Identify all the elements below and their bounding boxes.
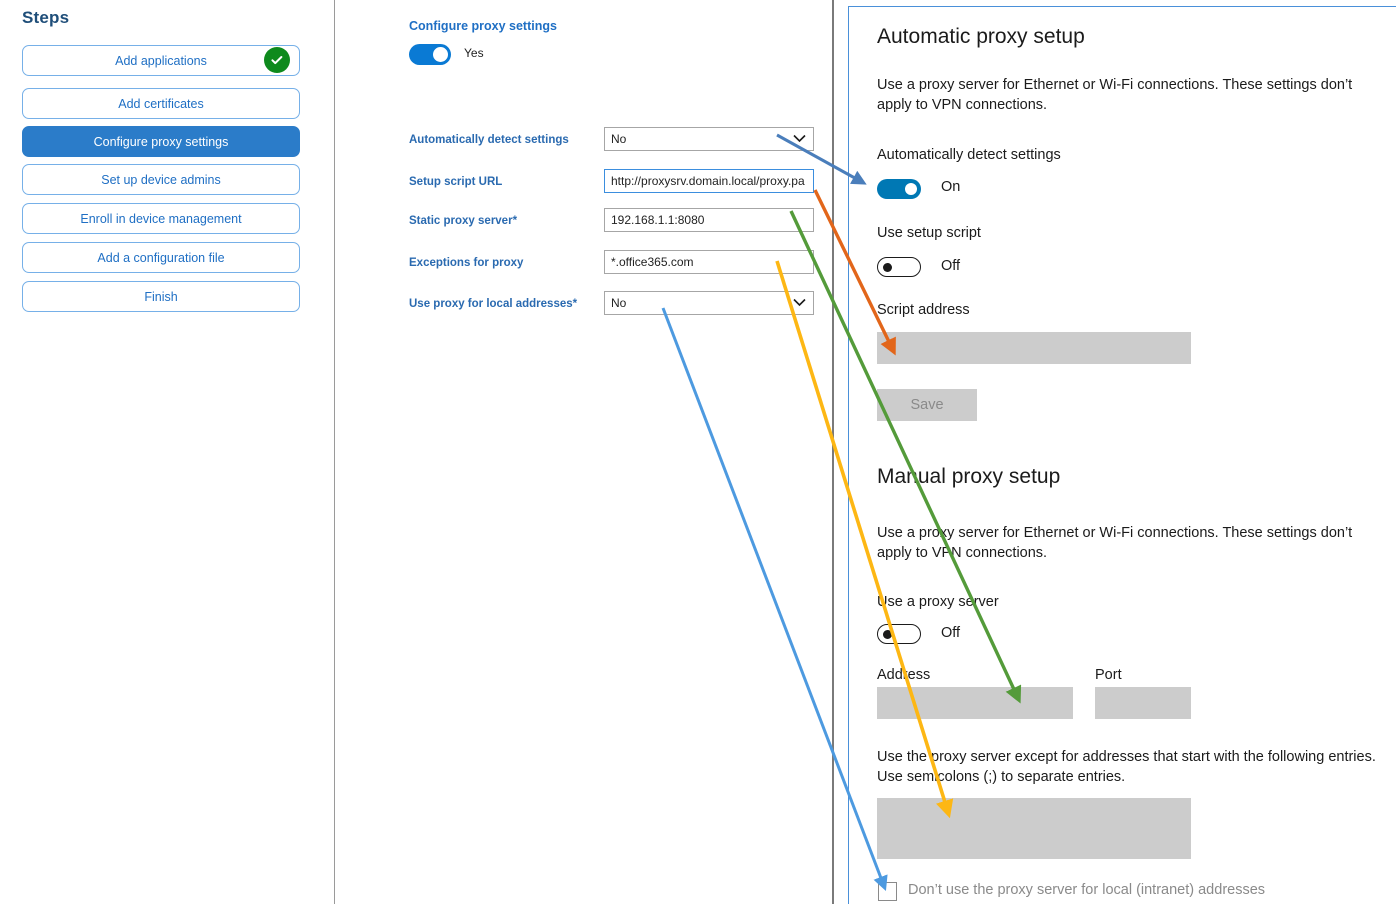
automatically-detect-settings-toggle[interactable]: [877, 179, 921, 199]
form-heading: Configure proxy settings: [409, 19, 557, 33]
script-address-input[interactable]: [877, 332, 1191, 364]
port-input[interactable]: [1095, 687, 1191, 719]
chevron-down-icon: [793, 296, 806, 310]
step-label: Add a configuration file: [97, 250, 225, 265]
use-setup-script-label: Use setup script: [877, 225, 981, 241]
label-text: Exceptions for proxy: [409, 257, 524, 269]
local-addresses-checkbox[interactable]: [878, 882, 897, 901]
step-label: Enroll in device management: [80, 211, 242, 226]
address-label: Address: [877, 667, 931, 683]
step-item-configure-proxy-settings[interactable]: Configure proxy settings: [22, 126, 300, 157]
toggle-knob: [433, 47, 448, 62]
automatic-proxy-setup-description: Use a proxy server for Ethernet or Wi-Fi…: [877, 77, 1353, 113]
manual-proxy-setup-heading: Manual proxy setup: [877, 465, 1061, 488]
steps-panel: Steps Add applications Add certificates …: [0, 0, 335, 904]
label-text: Setup script URL: [409, 176, 503, 188]
toggle-knob: [883, 630, 892, 639]
step-label: Add certificates: [118, 96, 204, 111]
address-input[interactable]: [877, 687, 1073, 719]
windows-proxy-settings-panel: Automatic proxy setup Use a proxy server…: [848, 6, 1396, 904]
script-address-label: Script address: [877, 302, 970, 318]
label-use-proxy-for-local-addresses: Use proxy for local addresses*: [409, 298, 577, 310]
use-setup-script-state: Off: [941, 258, 961, 274]
toggle-knob: [905, 183, 917, 195]
configure-proxy-toggle-label: Yes: [464, 46, 484, 60]
automatic-proxy-setup-heading: Automatic proxy setup: [877, 25, 1085, 48]
input-value: http://proxysrv.domain.local/proxy.pa: [611, 174, 805, 188]
automatically-detect-settings-state: On: [941, 179, 961, 195]
step-item-enroll-in-device-management[interactable]: Enroll in device management: [22, 203, 300, 234]
exceptions-description: Use the proxy server except for addresse…: [877, 749, 1376, 785]
automatically-detect-settings-label: Automatically detect settings: [877, 147, 1061, 163]
label-text: Use proxy for local addresses: [409, 298, 573, 310]
select-automatically-detect-settings[interactable]: No: [604, 127, 814, 151]
select-value: No: [611, 296, 627, 310]
step-item-add-certificates[interactable]: Add certificates: [22, 88, 300, 119]
select-value: No: [611, 132, 627, 146]
step-item-set-up-device-admins[interactable]: Set up device admins: [22, 164, 300, 195]
use-setup-script-toggle[interactable]: [877, 257, 921, 277]
proxy-form-panel: Configure proxy settings Yes Automatical…: [336, 0, 834, 904]
label-text: Automatically detect settings: [409, 134, 569, 146]
save-button[interactable]: Save: [877, 389, 977, 421]
input-static-proxy-server[interactable]: 192.168.1.1:8080: [604, 208, 814, 232]
use-a-proxy-server-toggle[interactable]: [877, 624, 921, 644]
exceptions-input[interactable]: [877, 798, 1191, 859]
step-label: Add applications: [115, 53, 207, 68]
input-value: *.office365.com: [611, 255, 694, 269]
manual-proxy-setup-description: Use a proxy server for Ethernet or Wi-Fi…: [877, 525, 1353, 561]
input-exceptions-for-proxy[interactable]: *.office365.com: [604, 250, 814, 274]
required-marker: *: [512, 215, 518, 227]
steps-title: Steps: [22, 8, 70, 27]
label-text: Static proxy server: [409, 215, 513, 227]
label-setup-script-url: Setup script URL: [409, 176, 502, 188]
input-value: 192.168.1.1:8080: [611, 213, 705, 227]
label-automatically-detect-settings: Automatically detect settings: [409, 134, 569, 146]
input-setup-script-url[interactable]: http://proxysrv.domain.local/proxy.pa: [604, 169, 814, 193]
label-exceptions-for-proxy: Exceptions for proxy: [409, 257, 523, 269]
step-item-add-a-configuration-file[interactable]: Add a configuration file: [22, 242, 300, 273]
local-addresses-checkbox-label: Don’t use the proxy server for local (in…: [908, 882, 1266, 898]
check-circle-icon: [264, 47, 290, 73]
use-a-proxy-server-label: Use a proxy server: [877, 594, 999, 610]
port-label: Port: [1095, 667, 1122, 683]
step-label: Finish: [144, 289, 178, 304]
select-use-proxy-for-local-addresses[interactable]: No: [604, 291, 814, 315]
configure-proxy-toggle[interactable]: [409, 44, 451, 65]
toggle-knob: [883, 263, 892, 272]
step-item-add-applications[interactable]: Add applications: [22, 45, 300, 76]
use-a-proxy-server-state: Off: [941, 625, 961, 641]
chevron-down-icon: [793, 132, 806, 146]
step-item-finish[interactable]: Finish: [22, 281, 300, 312]
required-marker: *: [572, 298, 578, 310]
step-label: Configure proxy settings: [93, 134, 229, 149]
label-static-proxy-server: Static proxy server*: [409, 215, 517, 227]
step-label: Set up device admins: [101, 172, 221, 187]
